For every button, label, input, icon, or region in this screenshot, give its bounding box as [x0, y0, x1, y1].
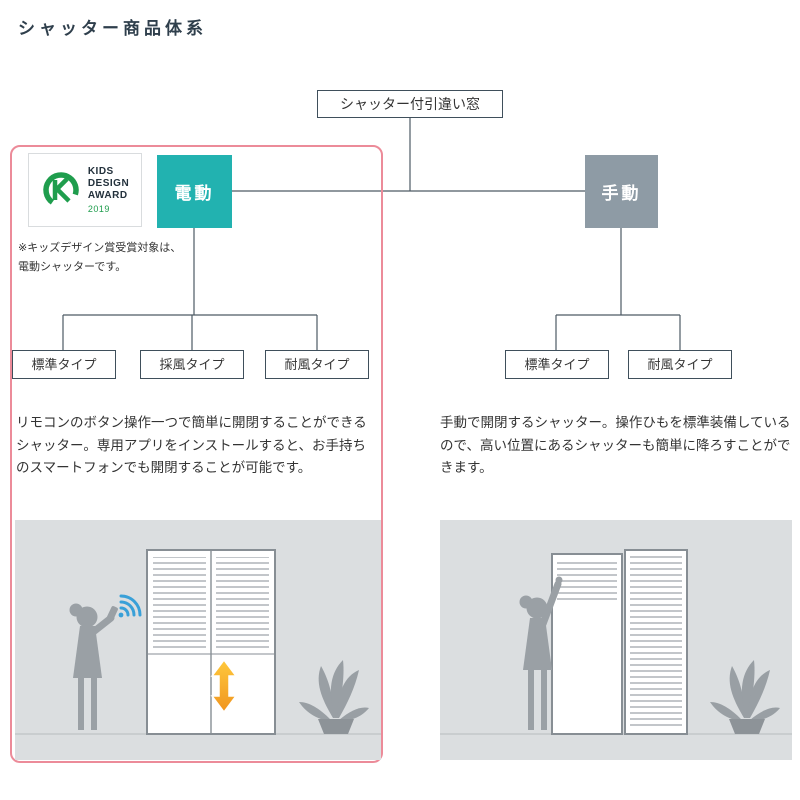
type-box-electric-standard: 標準タイプ — [12, 350, 116, 379]
kids-design-award-logo-icon — [43, 172, 79, 208]
electric-description: リモコンのボタン操作一つで簡単に開閉することができるシャッター。専用アプリをイン… — [16, 415, 367, 476]
root-node: シャッター付引違い窓 — [317, 90, 503, 118]
plant-icon — [299, 660, 369, 734]
person-with-remote-icon — [69, 603, 118, 730]
manual-node: 手動 — [585, 155, 658, 228]
type-box-electric-windresistant: 耐風タイプ — [265, 350, 369, 379]
award-line: DESIGN — [87, 177, 130, 189]
person-reaching-icon — [519, 576, 563, 730]
award-year: 2019 — [87, 203, 110, 214]
award-line: KIDS — [87, 165, 114, 177]
award-note: ※キッズデザイン賞受賞対象は、 電動シャッターです。 — [18, 239, 181, 276]
award-note-line1: ※キッズデザイン賞受賞対象は、 — [18, 242, 182, 254]
manual-illustration — [440, 520, 792, 760]
shutter-icon — [146, 549, 276, 735]
award-line: AWARD — [87, 189, 128, 201]
type-box-manual-windresistant: 耐風タイプ — [628, 350, 732, 379]
page-title: シャッター商品体系 — [18, 19, 207, 38]
award-note-line2: 電動シャッターです。 — [18, 260, 127, 273]
award-badge: KIDS DESIGN AWARD 2019 — [28, 153, 142, 227]
type-box-electric-ventilation: 採風タイプ — [140, 350, 244, 379]
plant-icon — [710, 660, 780, 734]
wifi-signal-icon — [118, 594, 142, 618]
type-box-manual-standard: 標準タイプ — [505, 350, 609, 379]
shutter-icon — [551, 549, 688, 735]
electric-node: 電動 — [157, 155, 232, 228]
updown-arrow-icon — [210, 658, 238, 714]
electric-illustration — [15, 520, 381, 760]
manual-description: 手動で開閉するシャッター。操作ひもを標準装備しているので、高い位置にあるシャッタ… — [440, 415, 791, 476]
award-text: KIDS DESIGN AWARD 2019 — [88, 166, 129, 215]
